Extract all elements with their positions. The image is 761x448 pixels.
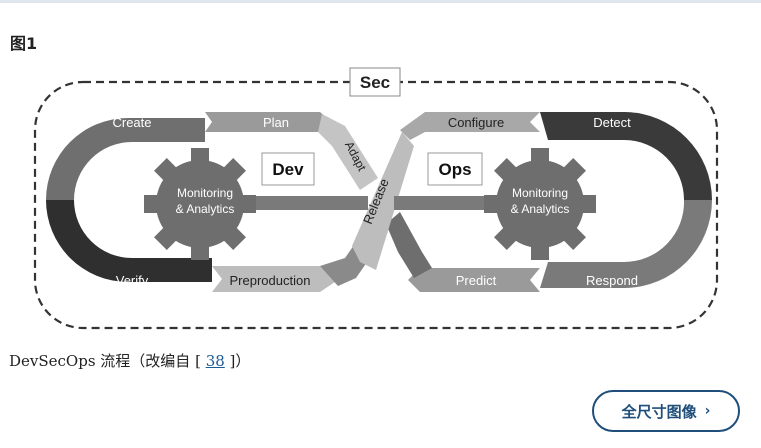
- spoke-right: [394, 196, 504, 210]
- loop-release: [352, 132, 414, 270]
- devsecops-diagram: Sec Monitoring & Analytics: [33, 67, 719, 330]
- spoke-left: [228, 196, 368, 210]
- full-size-label: 全尺寸图像: [621, 402, 697, 421]
- stage-configure: Configure: [448, 115, 504, 130]
- stage-plan: Plan: [263, 115, 289, 130]
- stage-respond: Respond: [586, 273, 638, 288]
- stage-preproduction: Preproduction: [230, 273, 311, 288]
- stage-predict: Predict: [456, 273, 497, 288]
- stage-detect: Detect: [593, 115, 631, 130]
- figure-label: 图1: [10, 34, 38, 53]
- loop-verify: [46, 200, 212, 282]
- ops-label: Ops: [438, 160, 471, 179]
- loop-create: [46, 118, 205, 200]
- monitoring-right-line1: Monitoring: [512, 186, 568, 200]
- loop-configure: [400, 112, 540, 140]
- loop-link-right: [386, 212, 432, 278]
- gear-left-icon: [144, 148, 256, 260]
- sec-label: Sec: [360, 73, 390, 92]
- full-size-image-button[interactable]: 全尺寸图像 ›: [592, 390, 740, 432]
- chevron-right-icon: ›: [704, 403, 711, 419]
- gear-right-icon: [484, 148, 596, 260]
- loop-plan: [205, 112, 342, 132]
- dev-label: Dev: [272, 160, 304, 179]
- citation-link[interactable]: 38: [205, 352, 225, 370]
- stage-verify: Verify: [116, 273, 149, 288]
- loop-predict: [408, 268, 540, 292]
- loop-preproduction: [212, 266, 338, 292]
- caption-suffix: ]）: [224, 352, 251, 370]
- monitoring-left-line2: & Analytics: [176, 202, 235, 216]
- top-divider: [0, 0, 761, 3]
- stage-create: Create: [112, 115, 151, 130]
- loop-adapt: [318, 114, 378, 190]
- figure-caption: DevSecOps 流程（改编自 [ 38 ]）: [9, 350, 250, 371]
- monitoring-right-line2: & Analytics: [511, 202, 570, 216]
- caption-prefix: DevSecOps 流程（改编自 [: [9, 352, 206, 370]
- sec-label-box: [349, 67, 401, 97]
- monitoring-left-line1: Monitoring: [177, 186, 233, 200]
- loop-detect: [540, 112, 712, 200]
- loop-respond: [540, 200, 712, 288]
- ops-label-box: [427, 152, 483, 186]
- dev-label-box: [261, 152, 315, 186]
